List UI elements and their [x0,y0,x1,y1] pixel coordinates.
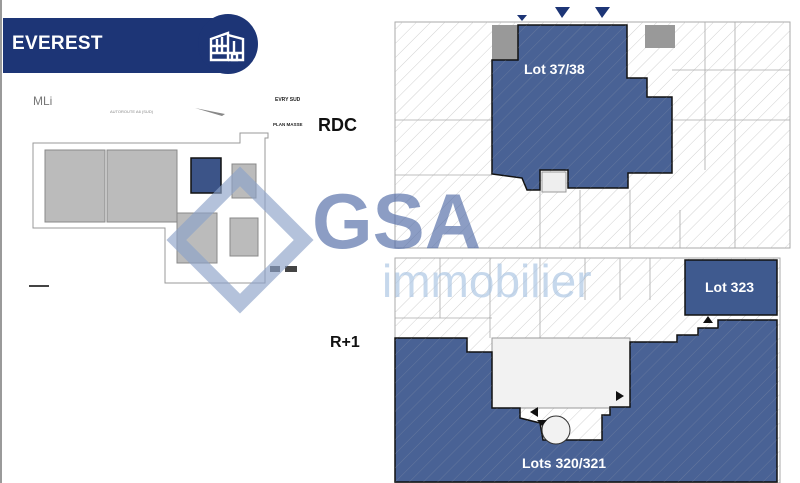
plan-title: PLAN MASSE [273,122,303,127]
level-label-r1: R+1 [330,334,360,351]
building-icon [209,31,245,62]
level-label-rdc: RDC [318,115,357,135]
watermark-diamond-icon [166,166,314,314]
entrance-arrow-icon [517,7,610,21]
site-name: EVRY SUD [275,97,301,103]
header-banner [3,18,228,73]
lot-323-area [684,259,778,316]
road-label: AUTOROUTE A6 (SUD) [110,109,154,114]
site-plan: MLi AUTOROUTE A6 (SUD) EVRY SUD PLAN MAS… [29,94,303,287]
page-title: EVEREST [12,33,103,54]
watermark-brand: GSA [312,177,481,265]
highlighted-building [190,157,222,194]
watermark-tagline: immobilier [382,255,592,307]
watermark: GSA immobilier [166,166,592,314]
lots-320-321-label: Lots 320/321 [522,455,606,471]
site-plan-logo: MLi [33,94,52,108]
r1-plan: Lot 323 Lots 320/321 [394,257,781,483]
lot-323-label: Lot 323 [705,279,754,295]
rdc-plan: Lot 37/38 [394,7,791,249]
page-edge-rule [0,0,2,483]
lot-37-38-label: Lot 37/38 [524,61,585,77]
